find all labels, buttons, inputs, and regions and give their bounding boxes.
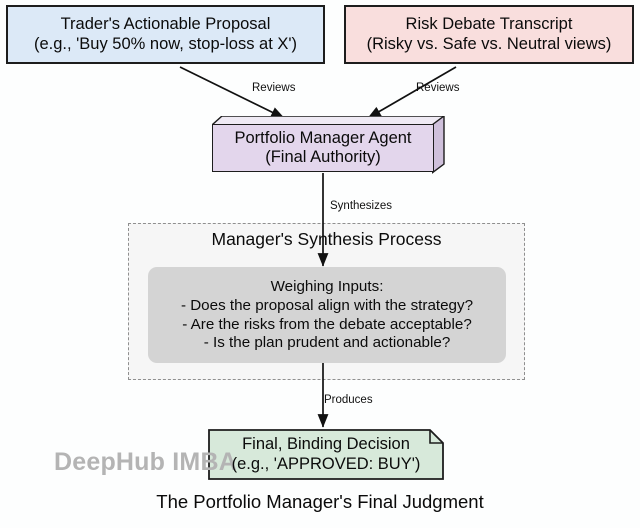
- manager-agent-cube-side-face: [432, 116, 446, 181]
- final-decision-line1: Final, Binding Decision: [242, 435, 410, 454]
- trader-proposal-line1: Trader's Actionable Proposal: [60, 15, 271, 34]
- trader-proposal-node: Trader's Actionable Proposal (e.g., 'Buy…: [6, 5, 325, 64]
- risk-transcript-line2: (Risky vs. Safe vs. Neutral views): [366, 34, 612, 53]
- weighing-inputs-node: Weighing Inputs: - Does the proposal ali…: [148, 267, 506, 363]
- final-decision-node: Final, Binding Decision (e.g., 'APPROVED…: [208, 429, 444, 480]
- edge-label-produces: Produces: [324, 394, 373, 406]
- final-decision-note-shape: [208, 429, 444, 480]
- weighing-inputs-heading: Weighing Inputs:: [270, 277, 384, 295]
- trader-proposal-line2: (e.g., 'Buy 50% now, stop-loss at X'): [33, 34, 298, 53]
- manager-agent-node: Portfolio Manager Agent (Final Authority…: [212, 124, 434, 172]
- watermark: DeepHub IMBA: [54, 448, 237, 476]
- manager-agent-line2: (Final Authority): [265, 148, 381, 166]
- edge-label-reviews-right: Reviews: [416, 82, 460, 94]
- manager-agent-line1: Portfolio Manager Agent: [234, 128, 412, 147]
- synthesis-process-title: Manager's Synthesis Process: [211, 229, 442, 249]
- edge-label-reviews-left: Reviews: [252, 82, 296, 94]
- weighing-inputs-item-0: - Does the proposal align with the strat…: [180, 296, 474, 314]
- edge-label-synthesizes: Synthesizes: [330, 200, 393, 212]
- risk-transcript-line1: Risk Debate Transcript: [405, 15, 573, 34]
- weighing-inputs-item-1: - Are the risks from the debate acceptab…: [182, 315, 472, 333]
- final-decision-line2: (e.g., 'APPROVED: BUY'): [231, 454, 421, 473]
- risk-transcript-node: Risk Debate Transcript (Risky vs. Safe v…: [344, 5, 634, 64]
- figure-caption: The Portfolio Manager's Final Judgment: [156, 491, 484, 512]
- weighing-inputs-item-2: - Is the plan prudent and actionable?: [203, 334, 451, 352]
